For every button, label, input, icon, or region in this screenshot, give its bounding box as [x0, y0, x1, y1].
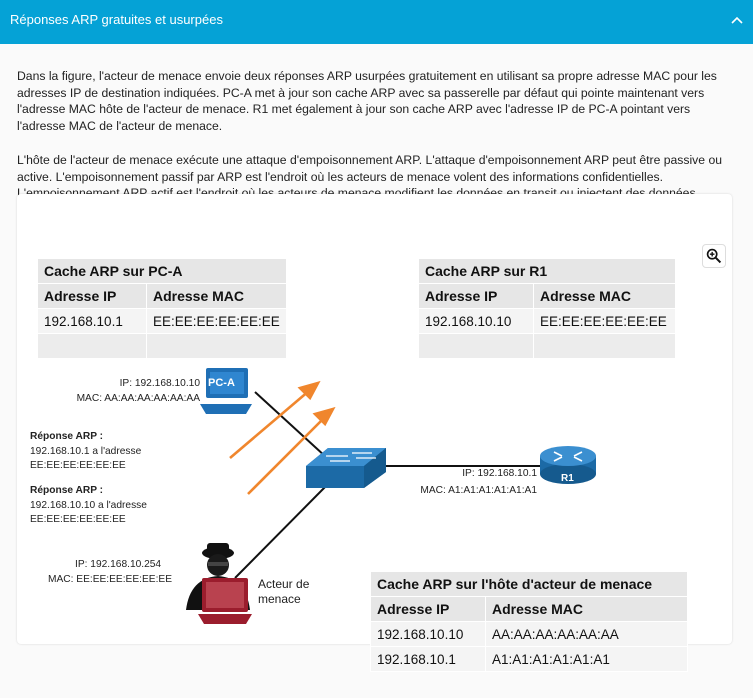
cell-mac: A1:A1:A1:A1:A1:A1: [485, 646, 688, 672]
switch-icon: [306, 448, 386, 488]
arp-table-attacker: Cache ARP sur l'hôte d'acteur de menace …: [370, 571, 688, 672]
attacker-label-1: Acteur de: [258, 577, 310, 591]
table-row-empty: [418, 333, 676, 359]
link-attacker-switch: [234, 481, 331, 579]
cell-ip: 192.168.10.1: [370, 646, 486, 672]
col-mac-header: Adresse MAC: [533, 283, 676, 309]
chevron-up-icon[interactable]: [729, 12, 745, 28]
r1-ip: IP: 192.168.10.1: [462, 468, 537, 479]
accordion-title: Réponses ARP gratuites et usurpées: [10, 12, 223, 27]
pca-ip: IP: 192.168.10.10: [119, 378, 200, 389]
cell-ip: 192.168.10.1: [37, 308, 147, 334]
reply1-title: Réponse ARP :: [30, 431, 104, 442]
reply1-line1: 192.168.10.1 a l'adresse: [30, 446, 142, 457]
reply1-line2: EE:EE:EE:EE:EE:EE: [30, 460, 126, 471]
col-mac-header: Adresse MAC: [485, 596, 688, 622]
r1-label: R1: [561, 473, 574, 484]
pc-a-icon: [200, 368, 252, 414]
spoofed-reply-arrows: [229, 380, 336, 495]
attacker-label-2: menace: [258, 592, 301, 606]
reply2-title: Réponse ARP :: [30, 485, 104, 496]
accordion-header[interactable]: Réponses ARP gratuites et usurpées: [0, 0, 753, 44]
table-row-empty: [37, 333, 287, 359]
col-ip-header: Adresse IP: [370, 596, 486, 622]
reply2-line2: EE:EE:EE:EE:EE:EE: [30, 514, 126, 525]
arp-table-title: Cache ARP sur l'hôte d'acteur de menace: [370, 571, 688, 597]
cell-mac: EE:EE:EE:EE:EE:EE: [146, 308, 287, 334]
cell-mac: AA:AA:AA:AA:AA:AA: [485, 621, 688, 647]
attacker-ip: IP: 192.168.10.254: [75, 559, 162, 570]
zoom-button[interactable]: [702, 244, 726, 268]
cell-ip: 192.168.10.10: [370, 621, 486, 647]
arp-table-title: Cache ARP sur R1: [418, 258, 676, 284]
zoom-in-icon: [706, 248, 722, 264]
threat-actor-icon: [186, 543, 252, 624]
attacker-mac: MAC: EE:EE:EE:EE:EE:EE: [48, 574, 172, 585]
cell-ip: 192.168.10.10: [418, 308, 534, 334]
col-ip-header: Adresse IP: [37, 283, 147, 309]
paragraph-intro: Dans la figure, l'acteur de menace envoi…: [17, 69, 717, 133]
pca-label: PC-A: [208, 377, 235, 389]
col-ip-header: Adresse IP: [418, 283, 534, 309]
cell-mac: EE:EE:EE:EE:EE:EE: [533, 308, 676, 334]
router-icon: [540, 446, 596, 484]
arp-table-title: Cache ARP sur PC-A: [37, 258, 287, 284]
r1-mac: MAC: A1:A1:A1:A1:A1:A1: [420, 485, 537, 496]
reply2-line1: 192.168.10.10 a l'adresse: [30, 500, 147, 511]
pca-mac: MAC: AA:AA:AA:AA:AA:AA: [76, 393, 200, 404]
col-mac-header: Adresse MAC: [146, 283, 287, 309]
